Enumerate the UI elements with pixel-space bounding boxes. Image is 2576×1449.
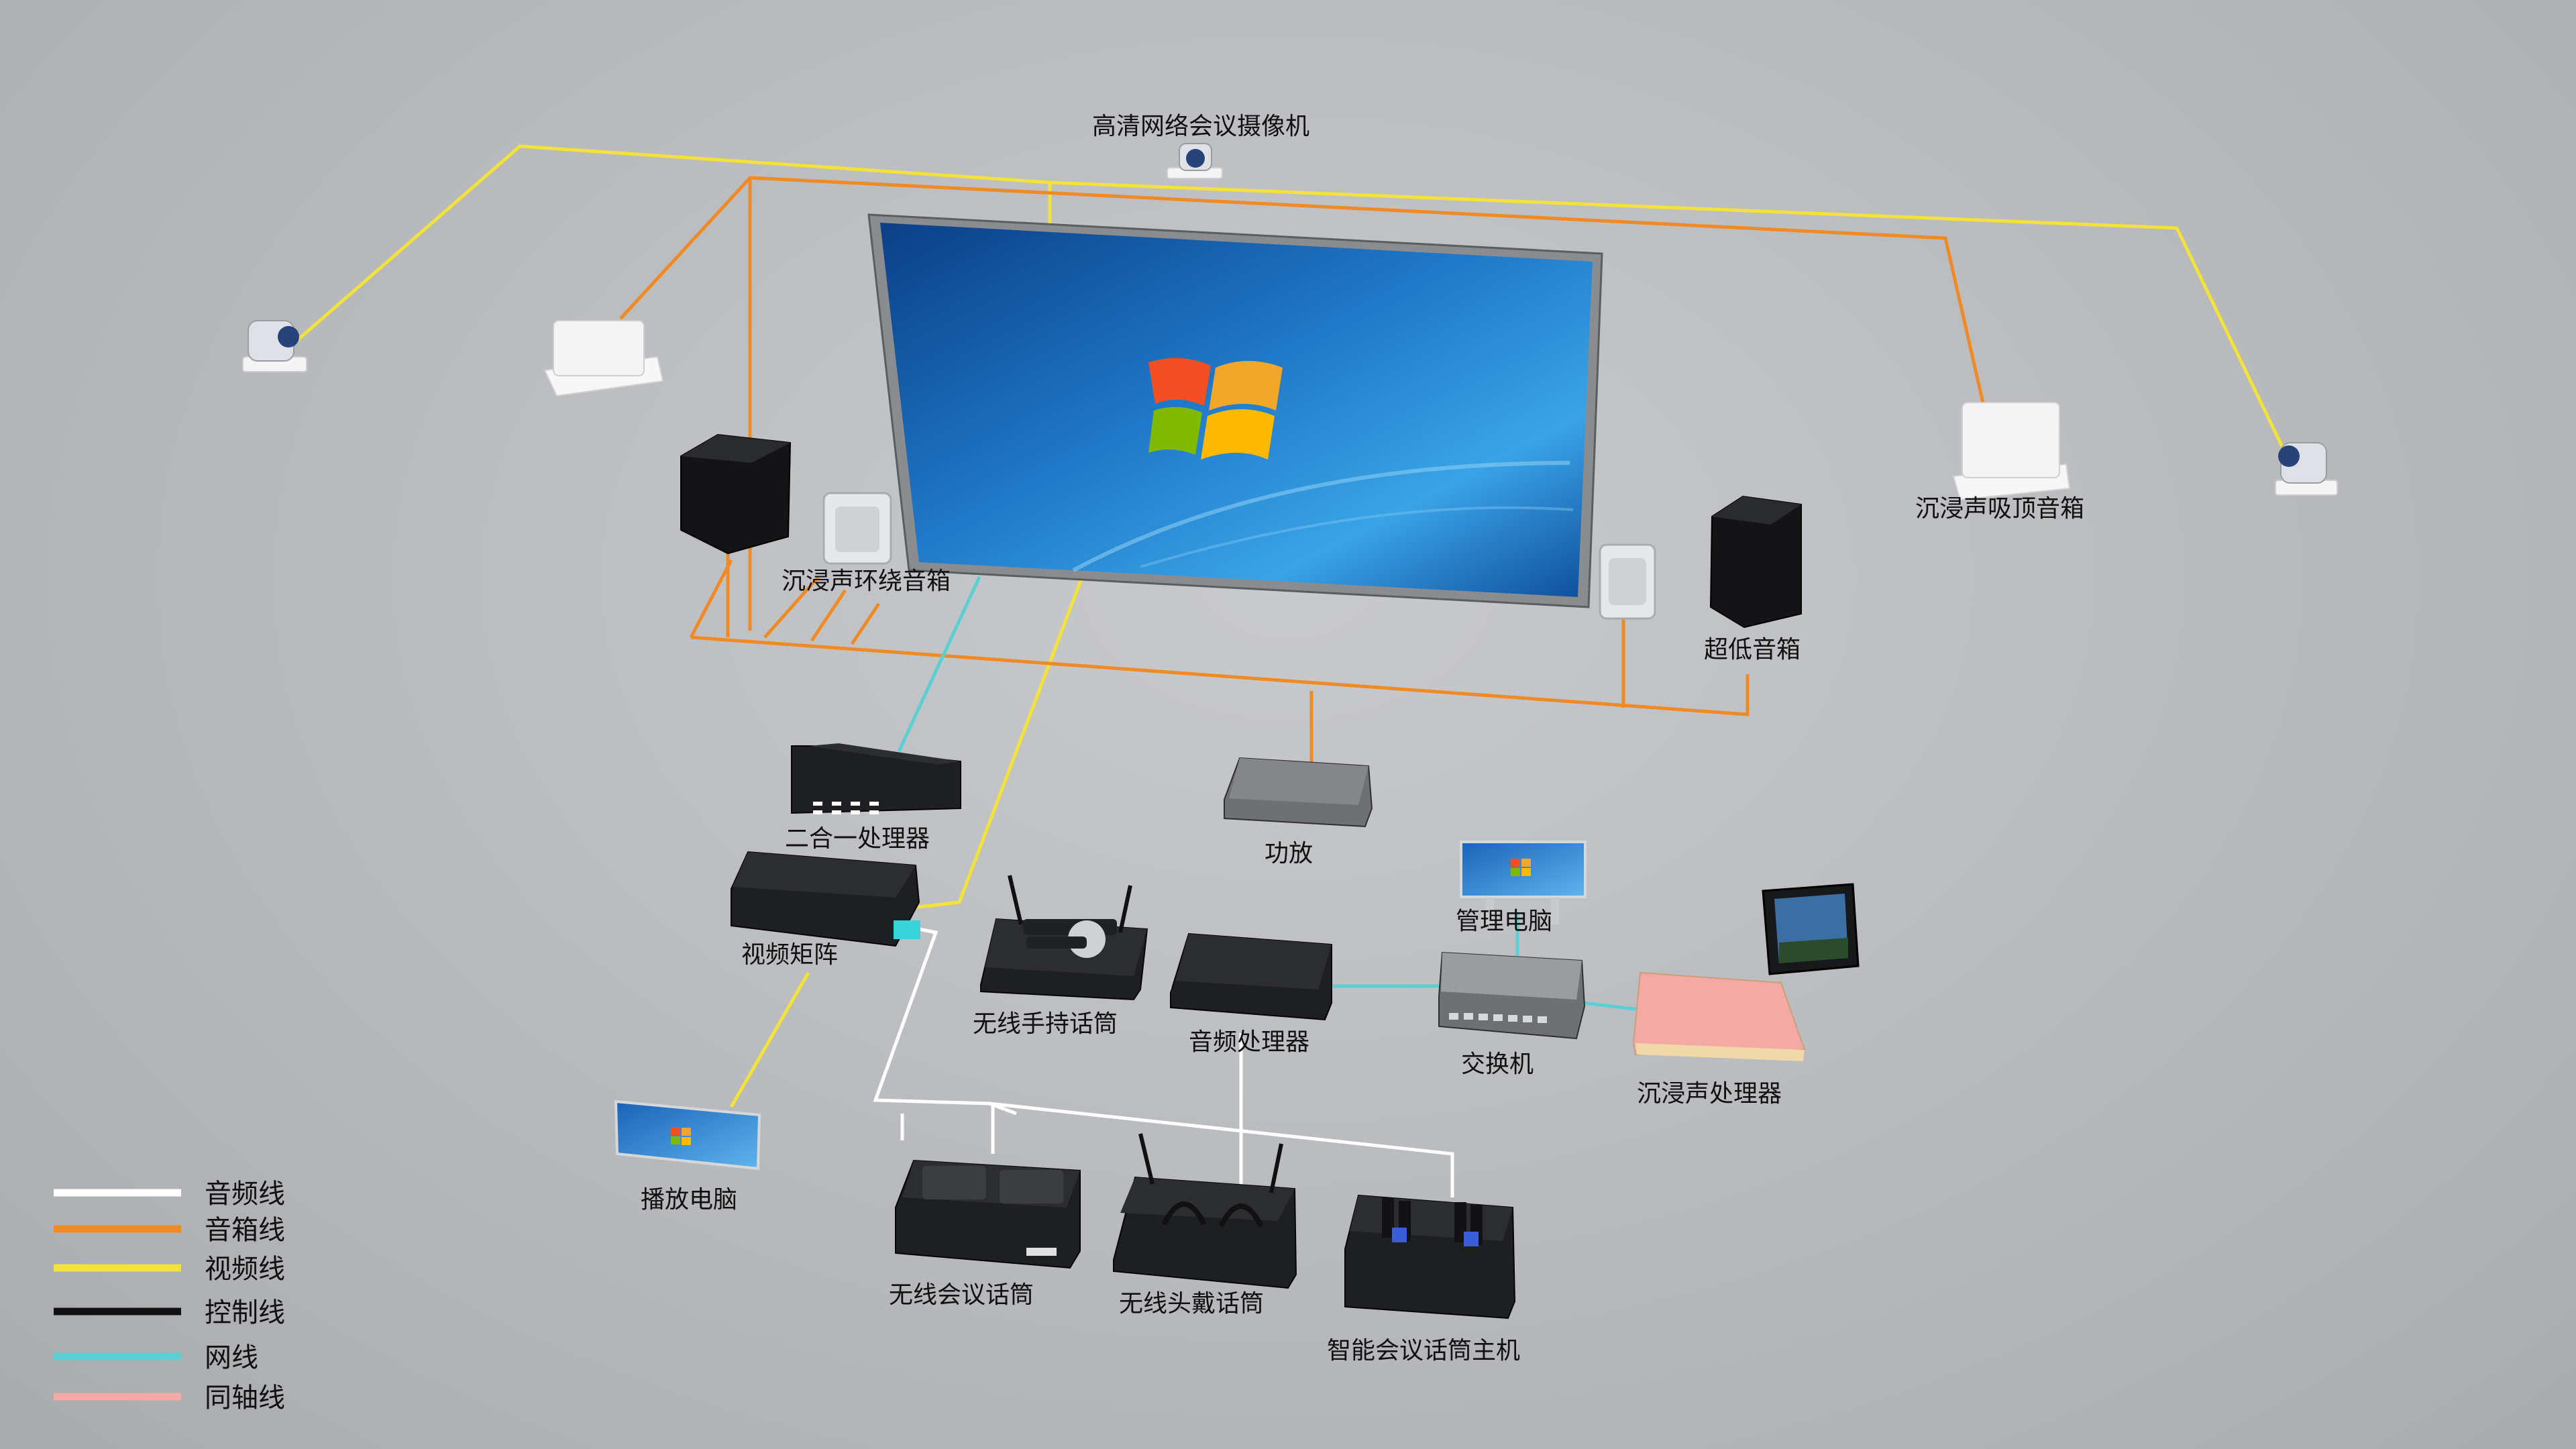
subwoofer-right	[1709, 495, 1802, 629]
camera-right	[2275, 442, 2338, 496]
windows-logo-icon	[1511, 859, 1531, 876]
label-wireless-handheld: 无线手持话筒	[973, 1010, 1118, 1038]
label-camera-hd: 高清网络会议摄像机	[1092, 113, 1309, 140]
hd-camera-top	[1167, 143, 1223, 179]
windows-logo-icon	[671, 1127, 691, 1145]
wireless-conf-mic	[895, 1159, 1081, 1269]
subwoofer-left	[680, 433, 792, 555]
immersive-processor	[1632, 971, 1806, 1061]
legend-label-speaker: 音箱线	[205, 1215, 285, 1246]
label-wireless-conf-mic: 无线会议话筒	[889, 1281, 1034, 1309]
legend-label-audio: 音频线	[205, 1179, 285, 1210]
camera-left	[242, 320, 307, 372]
label-switch: 交换机	[1461, 1051, 1534, 1078]
network-switch	[1438, 951, 1586, 1040]
label-ceiling-speaker: 沉浸声吸顶音箱	[1915, 495, 2084, 523]
label-subwoofer: 超低音箱	[1704, 636, 1801, 663]
label-playback-pc: 播放电脑	[641, 1186, 737, 1214]
label-audio-processor: 音频处理器	[1189, 1028, 1309, 1056]
label-wireless-headset: 无线头戴话筒	[1119, 1290, 1264, 1318]
label-processor-2in1: 二合一处理器	[785, 825, 930, 853]
legend-label-video: 视频线	[205, 1254, 285, 1285]
surround-speaker-left	[822, 492, 892, 565]
smart-conf-host	[1344, 1194, 1516, 1320]
legend-label-control: 控制线	[205, 1297, 285, 1328]
wireless-headset-mic	[1113, 1133, 1297, 1289]
amplifier	[1224, 757, 1373, 828]
management-pc	[1460, 841, 1587, 924]
tablet	[1762, 883, 1860, 975]
ceiling-speaker-left	[543, 320, 664, 397]
processor-2in1	[791, 743, 961, 814]
label-video-matrix: 视频矩阵	[741, 941, 838, 969]
windows-logo-icon	[1148, 358, 1283, 460]
legend-label-network: 网线	[205, 1342, 258, 1373]
label-immersive-processor: 沉浸声处理器	[1637, 1080, 1782, 1108]
label-smart-conf-host: 智能会议话筒主机	[1327, 1337, 1520, 1364]
legend: 音频线 音箱线 视频线 控制线 网线 同轴线	[54, 1179, 285, 1413]
surround-speaker-right	[1599, 543, 1656, 620]
wireless-handheld-receiver	[980, 875, 1148, 1001]
legend-label-coax: 同轴线	[205, 1383, 285, 1413]
network-cables	[897, 576, 1641, 1012]
label-mgmt-pc: 管理电脑	[1456, 908, 1552, 935]
label-amplifier: 功放	[1265, 840, 1313, 867]
playback-pc	[614, 1099, 761, 1171]
video-matrix	[731, 851, 920, 947]
label-surround-speaker: 沉浸声环绕音箱	[782, 568, 951, 595]
ceiling-speaker-right	[1952, 402, 2071, 501]
main-display	[867, 213, 1603, 608]
audio-processor	[1170, 932, 1332, 1021]
speaker-cables	[619, 176, 1988, 765]
